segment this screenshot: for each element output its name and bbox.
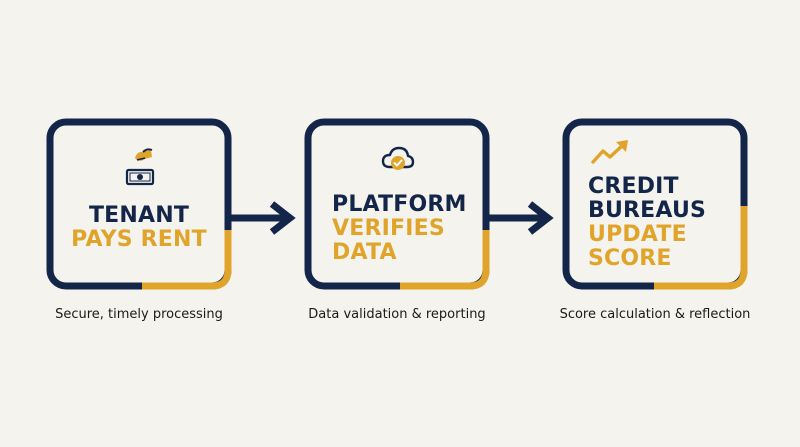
step-title: TENANT PAYS RENT <box>46 204 232 252</box>
step-frame <box>304 118 490 290</box>
step-box-platform-verifies-data: PLATFORM VERIFIES DATA <box>304 118 490 290</box>
step-title-gold-line: VERIFIES <box>332 216 445 241</box>
cloud-check-icon <box>381 145 415 177</box>
step-box-tenant-pays-rent: TENANT PAYS RENT <box>46 118 232 290</box>
step-title-navy-line: TENANT <box>88 203 190 228</box>
step-frame <box>562 118 748 290</box>
step-title-gold-line: PAYS RENT <box>71 227 207 252</box>
arrow-right-icon <box>486 200 558 240</box>
step-title-gold-line: UPDATE <box>588 222 687 247</box>
trend-up-arrow-icon <box>590 138 632 170</box>
step-frame <box>46 118 232 290</box>
step-title-navy-line: CREDIT <box>588 174 679 199</box>
step-title-navy-line: PLATFORM <box>332 192 467 217</box>
step-title: PLATFORM VERIFIES DATA <box>332 193 490 265</box>
step-caption: Score calculation & reflection <box>559 307 751 322</box>
hand-cash-icon <box>125 148 155 190</box>
step-title-gold-line: DATA <box>332 240 397 265</box>
arrow-right-icon <box>228 200 300 240</box>
step-caption: Data validation & reporting <box>308 307 486 322</box>
step-caption: Secure, timely processing <box>55 307 223 322</box>
step-box-credit-bureaus-update-score: CREDIT BUREAUS UPDATE SCORE <box>562 118 748 290</box>
step-title-navy-line: BUREAUS <box>588 198 707 223</box>
step-title: CREDIT BUREAUS UPDATE SCORE <box>588 175 748 271</box>
step-title-gold-line: SCORE <box>588 246 672 271</box>
